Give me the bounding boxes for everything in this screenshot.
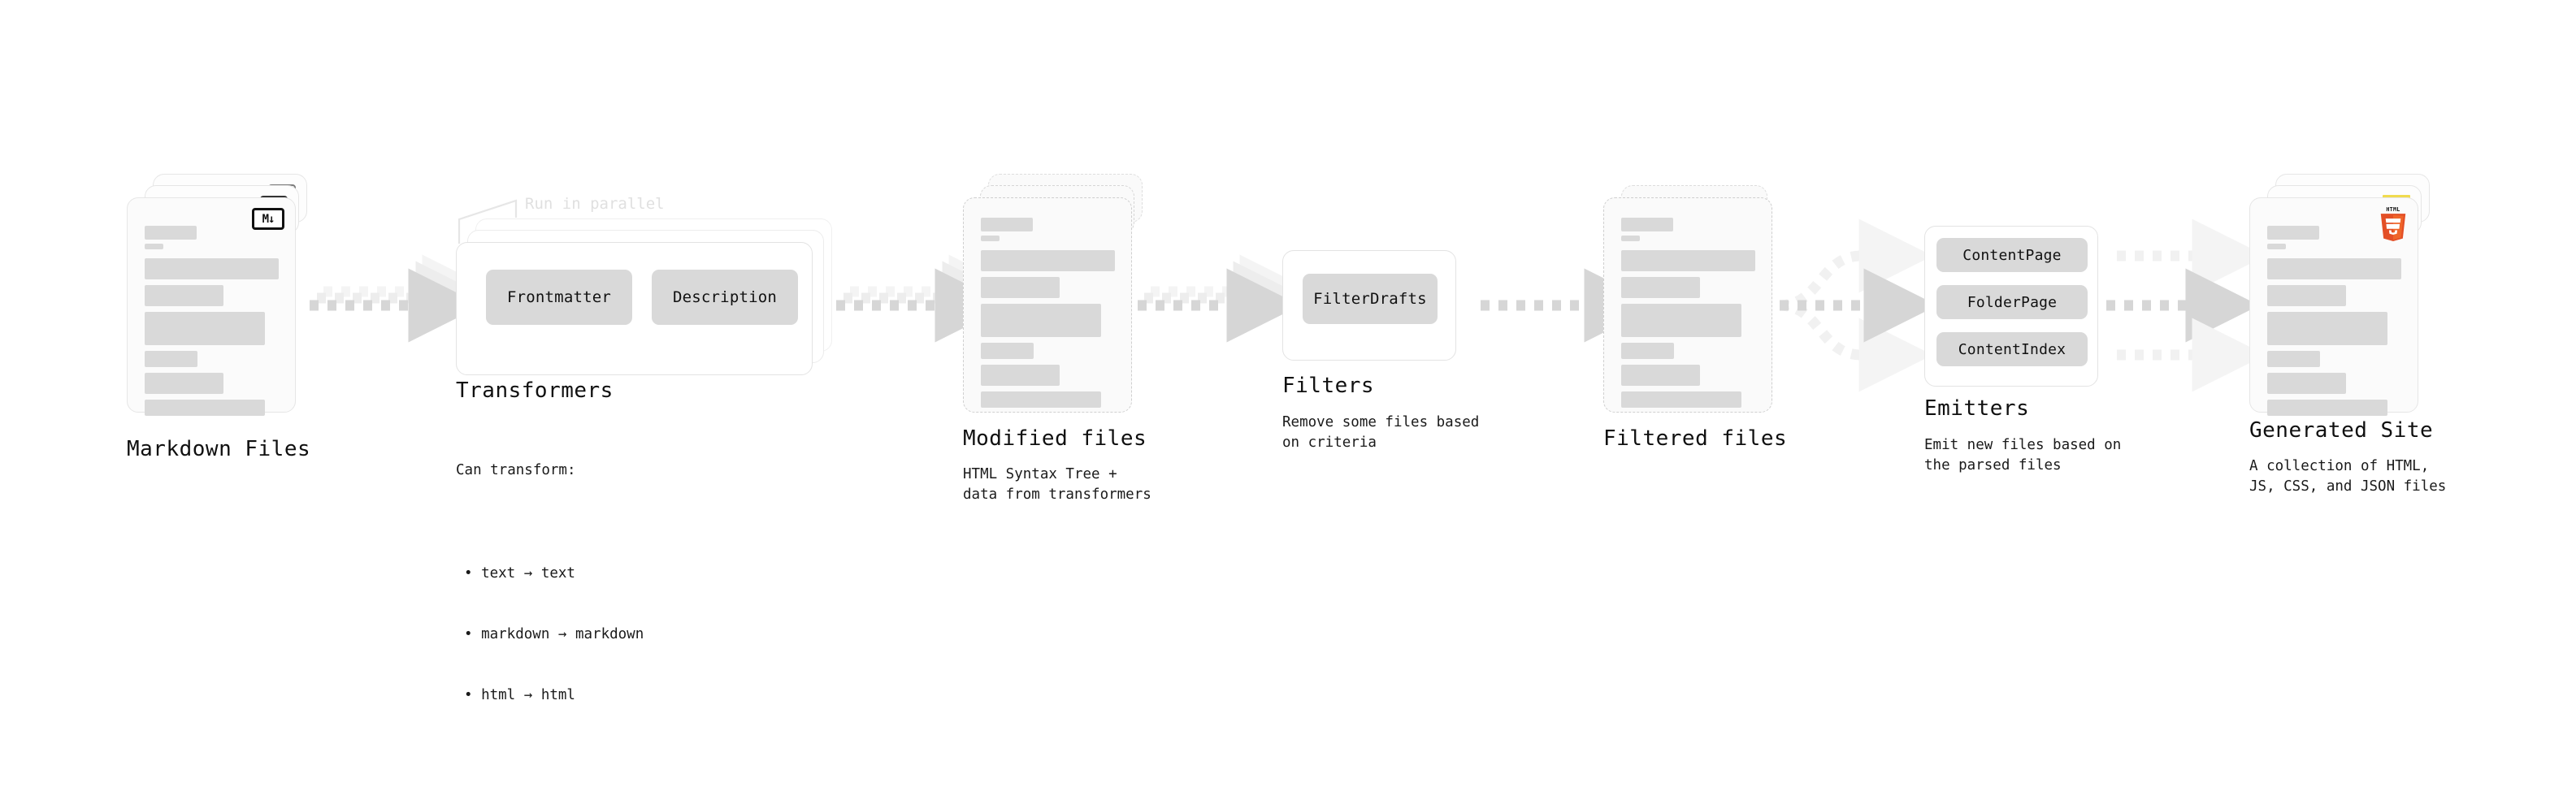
skeleton-bar bbox=[145, 258, 279, 279]
skeleton-bar bbox=[1621, 250, 1755, 271]
connector-modified-to-filters bbox=[1138, 254, 1314, 343]
skeleton-bar bbox=[981, 250, 1115, 271]
list-item: • markdown → markdown bbox=[464, 626, 644, 642]
skeleton-bar bbox=[145, 373, 223, 394]
skeleton-bar bbox=[981, 343, 1034, 359]
skeleton-bar bbox=[1621, 218, 1673, 231]
filtered-card-front[interactable] bbox=[1603, 197, 1772, 413]
skeleton-bar bbox=[145, 351, 197, 367]
markdown-icon: M↓ bbox=[252, 208, 284, 230]
skeleton-bar bbox=[981, 304, 1101, 337]
skeleton-bar bbox=[145, 312, 265, 345]
pipeline-diagram: M↓ M↓ M↓ Markdown Files bbox=[127, 174, 2447, 703]
stage-caption-filters: Remove some files based on criteria bbox=[1282, 414, 1480, 451]
skeleton-bar bbox=[2267, 258, 2401, 279]
skeleton-bar bbox=[981, 236, 1000, 241]
stage-title-emitters: Emitters bbox=[1924, 396, 2030, 421]
skeleton-bar bbox=[2267, 244, 2286, 249]
stage-caption-generated-site: A collection of HTML, JS, CSS, and JSON … bbox=[2249, 458, 2447, 495]
skeleton-bar bbox=[145, 244, 163, 249]
emitter-chip-contentpage[interactable]: ContentPage bbox=[1936, 238, 2088, 272]
modified-card-front[interactable] bbox=[963, 197, 1132, 413]
svg-text:HTML: HTML bbox=[2386, 206, 2400, 213]
skeleton-bar bbox=[2267, 351, 2320, 367]
emitter-chip-contentindex[interactable]: ContentIndex bbox=[1936, 332, 2088, 366]
skeleton-bar bbox=[981, 277, 1060, 298]
skeleton-bar bbox=[1621, 391, 1741, 408]
run-in-parallel-label: Run in parallel bbox=[525, 195, 665, 213]
stage-caption-modified-files: HTML Syntax Tree + data from transformer… bbox=[963, 466, 1151, 503]
filter-chip-filterdrafts[interactable]: FilterDrafts bbox=[1303, 274, 1438, 324]
stage-title-filtered-files: Filtered files bbox=[1603, 426, 1788, 451]
skeleton-bar bbox=[1621, 236, 1640, 241]
markdown-card-front[interactable]: M↓ bbox=[127, 197, 296, 416]
site-skeleton bbox=[2267, 226, 2403, 422]
stage-title-filters: Filters bbox=[1282, 374, 1375, 398]
skeleton-bar bbox=[145, 226, 197, 240]
emitters-group[interactable]: ContentPage FolderPage ContentIndex bbox=[1924, 226, 2098, 387]
markdown-skeleton bbox=[145, 226, 280, 422]
skeleton-bar bbox=[1621, 343, 1674, 359]
connector-emitters-to-site bbox=[2106, 218, 2266, 392]
skeleton-bar bbox=[1621, 277, 1700, 298]
skeleton-bar bbox=[981, 365, 1060, 386]
skeleton-bar bbox=[145, 400, 265, 416]
skeleton-bar bbox=[981, 391, 1101, 408]
skeleton-bar bbox=[2267, 312, 2387, 345]
list-item: • html → html bbox=[464, 687, 575, 703]
stage-caption-emitters: Emit new files based on the parsed files bbox=[1924, 437, 2122, 473]
skeleton-bar bbox=[2267, 373, 2346, 394]
filtered-skeleton bbox=[1621, 218, 1757, 413]
stage-title-transformers: Transformers bbox=[456, 378, 614, 403]
skeleton-bar bbox=[981, 218, 1033, 231]
connector-filtered-to-emitters bbox=[1779, 218, 1938, 392]
stage-caption-transformers: Can transform: • text → text • markdown … bbox=[456, 420, 644, 787]
connector-transformers-to-modified bbox=[836, 254, 1023, 343]
stage-title-markdown-files: Markdown Files bbox=[127, 437, 311, 461]
skeleton-bar bbox=[145, 285, 223, 306]
transformers-group[interactable]: Frontmatter Description bbox=[456, 242, 813, 375]
filters-group[interactable]: FilterDrafts bbox=[1282, 250, 1456, 361]
stage-title-generated-site: Generated Site bbox=[2249, 418, 2434, 443]
skeleton-bar bbox=[2267, 226, 2319, 240]
transformers-caption-line: Can transform: bbox=[456, 462, 576, 478]
skeleton-bar bbox=[1621, 365, 1700, 386]
transformer-chip-description[interactable]: Description bbox=[652, 270, 798, 325]
emitter-chip-folderpage[interactable]: FolderPage bbox=[1936, 285, 2088, 319]
skeleton-bar bbox=[1621, 304, 1741, 337]
transformer-chip-frontmatter[interactable]: Frontmatter bbox=[486, 270, 632, 325]
modified-skeleton bbox=[981, 218, 1117, 413]
transformers-bullet-list: • text → text • markdown → markdown • ht… bbox=[456, 523, 644, 746]
list-item: • text → text bbox=[464, 565, 575, 582]
skeleton-bar bbox=[2267, 285, 2346, 306]
stage-title-modified-files: Modified files bbox=[963, 426, 1147, 451]
site-card-front[interactable]: HTML bbox=[2249, 197, 2418, 416]
connector-markdown-to-transformers bbox=[310, 254, 497, 343]
skeleton-bar bbox=[2267, 400, 2387, 416]
html5-icon: HTML bbox=[2380, 206, 2406, 241]
